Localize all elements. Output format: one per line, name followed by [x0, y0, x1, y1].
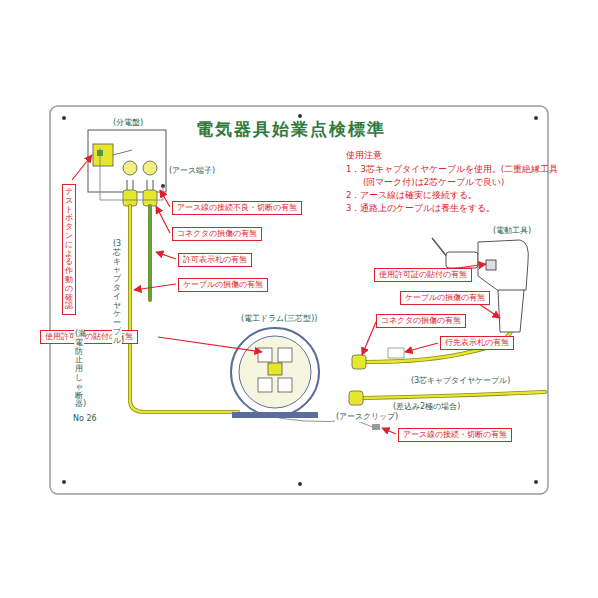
outlet — [143, 161, 157, 175]
part-label: (漏電防止用しゃ断器) — [74, 330, 84, 409]
part-label: (3芯キャブタイヤケーブル) — [112, 240, 122, 346]
check-item-text: アース線の接続不良・切断の有無 — [177, 203, 297, 213]
plug — [352, 355, 366, 369]
cable — [130, 206, 545, 412]
check-item-box: アース線の接続不良・切断の有無 — [172, 201, 302, 215]
check-item-text: ケーブルの損傷の有無 — [183, 280, 263, 290]
plug — [349, 391, 363, 405]
part-label: (電工ドラム(三芯型)) — [240, 314, 318, 324]
part-label: (アースクリップ) — [335, 412, 399, 422]
usage-note: 3．通路上のケーブルは養生をする。 — [345, 203, 496, 213]
part-label: (電動工具) — [492, 226, 532, 236]
destination-tag — [388, 348, 404, 358]
usage-note: (回マーク付)は2芯ケーブルで良い) — [362, 177, 505, 187]
usage-note: 2．アース線は確実に接続する。 — [345, 190, 478, 200]
check-item-box: ケーブルの損傷の有無 — [178, 278, 268, 292]
part-label: (差込み2極の場合) — [392, 402, 461, 412]
check-item-box: 許可表示札の有無 — [178, 253, 252, 267]
check-item-box: 行先表示札の有無 — [440, 336, 514, 350]
check-item-box: 使用許可証の貼付の有無 — [40, 330, 138, 344]
part-label: (3芯キャブタイヤケーブル) — [410, 376, 511, 386]
outlet — [123, 161, 137, 175]
check-item-text: アース線の接続・切断の有無 — [403, 430, 507, 440]
part-label: (アース端子) — [168, 166, 216, 176]
part-label: (分電盤) — [112, 118, 144, 128]
check-item-box: 使用許可証の貼付の有無 — [374, 268, 472, 282]
check-item-box: テストボタンによる作動の確認 — [62, 184, 76, 315]
plug — [123, 180, 137, 206]
check-item-text: 使用許可証の貼付の有無 — [379, 270, 467, 280]
usage-note: 1．3芯キャブタイヤケーブルを使用。(二重絶縁工具 — [345, 164, 559, 174]
check-item-text: テストボタンによる作動の確認 — [65, 188, 73, 311]
check-item-box: コネクタの損傷の有無 — [376, 314, 466, 328]
check-item-text: 許可表示札の有無 — [183, 255, 247, 265]
leader-arrow — [72, 155, 500, 434]
cord-reel — [231, 328, 319, 418]
usage-note: 使用注意 — [345, 150, 383, 160]
check-item-text: コネクタの損傷の有無 — [381, 316, 461, 326]
earth-clip — [372, 424, 380, 430]
check-item-box: コネクタの損傷の有無 — [172, 227, 262, 241]
check-item-text: ケーブルの損傷の有無 — [405, 293, 485, 303]
check-item-box: ケーブルの損傷の有無 — [400, 291, 490, 305]
sign-title: 電気器具始業点検標準 — [196, 118, 386, 141]
check-item-text: 行先表示札の有無 — [445, 338, 509, 348]
plug — [143, 180, 157, 206]
check-item-text: コネクタの損傷の有無 — [177, 229, 257, 239]
breaker — [93, 144, 113, 166]
check-item-box: アース線の接続・切断の有無 — [398, 428, 512, 442]
earth-wire — [100, 148, 163, 200]
part-label: No 26 — [72, 414, 98, 424]
